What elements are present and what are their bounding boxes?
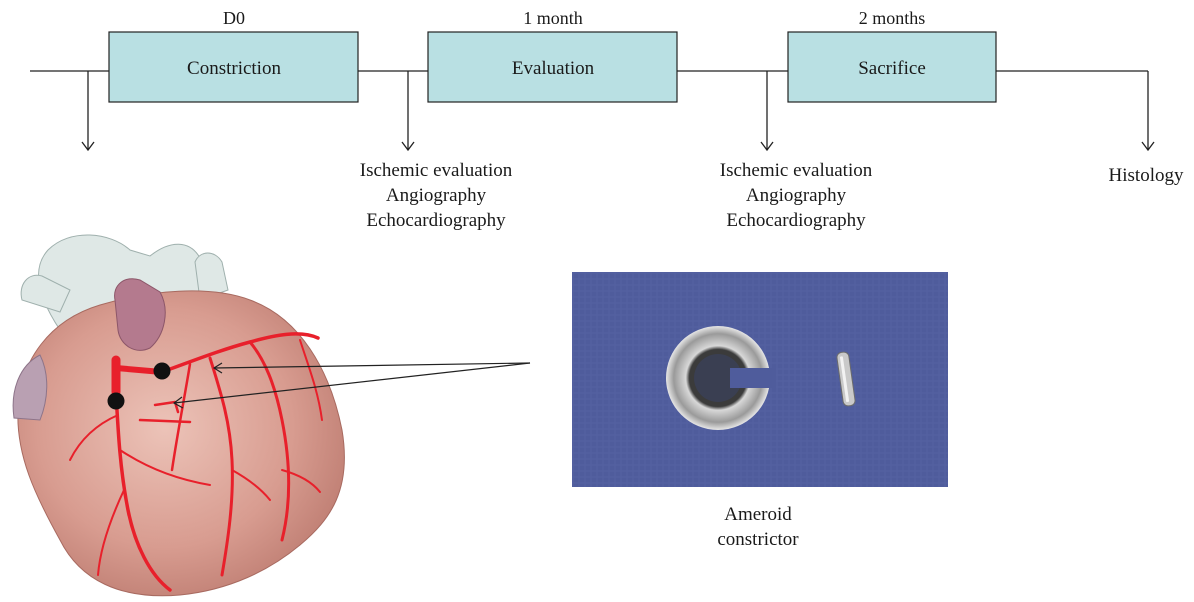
constrictor-site-marker (154, 363, 171, 380)
eval-line: Echocardiography (366, 210, 506, 231)
timeline: Constriction D0 Evaluation 1 month Sacri… (30, 8, 1184, 231)
stage-evaluation: Evaluation 1 month (428, 8, 677, 102)
down-arrow-icon (402, 71, 414, 150)
down-arrow-icon (82, 71, 94, 150)
stage-sacrifice: Sacrifice 2 months (788, 8, 996, 102)
eval-line: Ischemic evaluation (360, 160, 513, 181)
atrium-shape (13, 355, 47, 420)
heart-illustration (13, 235, 530, 596)
stage-time-label: D0 (223, 8, 245, 28)
eval-line: Echocardiography (726, 210, 866, 231)
stage-time-label: 1 month (523, 8, 583, 28)
stage-label: Constriction (187, 58, 281, 79)
eval-line: Angiography (746, 185, 847, 206)
photo-caption-line: constrictor (717, 529, 799, 550)
eval-line: Angiography (386, 185, 487, 206)
heart-body (18, 291, 345, 596)
ameroid-photo: Ameroid constrictor (572, 272, 948, 550)
photo-caption-line: Ameroid (724, 504, 792, 525)
eval-line: Ischemic evaluation (720, 160, 873, 181)
evaluation-2-text: Ischemic evaluation Angiography Echocard… (720, 160, 873, 231)
down-arrow-icon (761, 71, 773, 150)
histology-label: Histology (1109, 165, 1184, 186)
down-arrow-icon (1142, 71, 1154, 150)
stage-constriction: Constriction D0 (109, 8, 358, 102)
evaluation-1-text: Ischemic evaluation Angiography Echocard… (360, 160, 513, 231)
stage-time-label: 2 months (859, 8, 926, 28)
stage-label: Sacrifice (858, 58, 926, 79)
stage-label: Evaluation (512, 58, 595, 79)
constrictor-site-marker (108, 393, 125, 410)
